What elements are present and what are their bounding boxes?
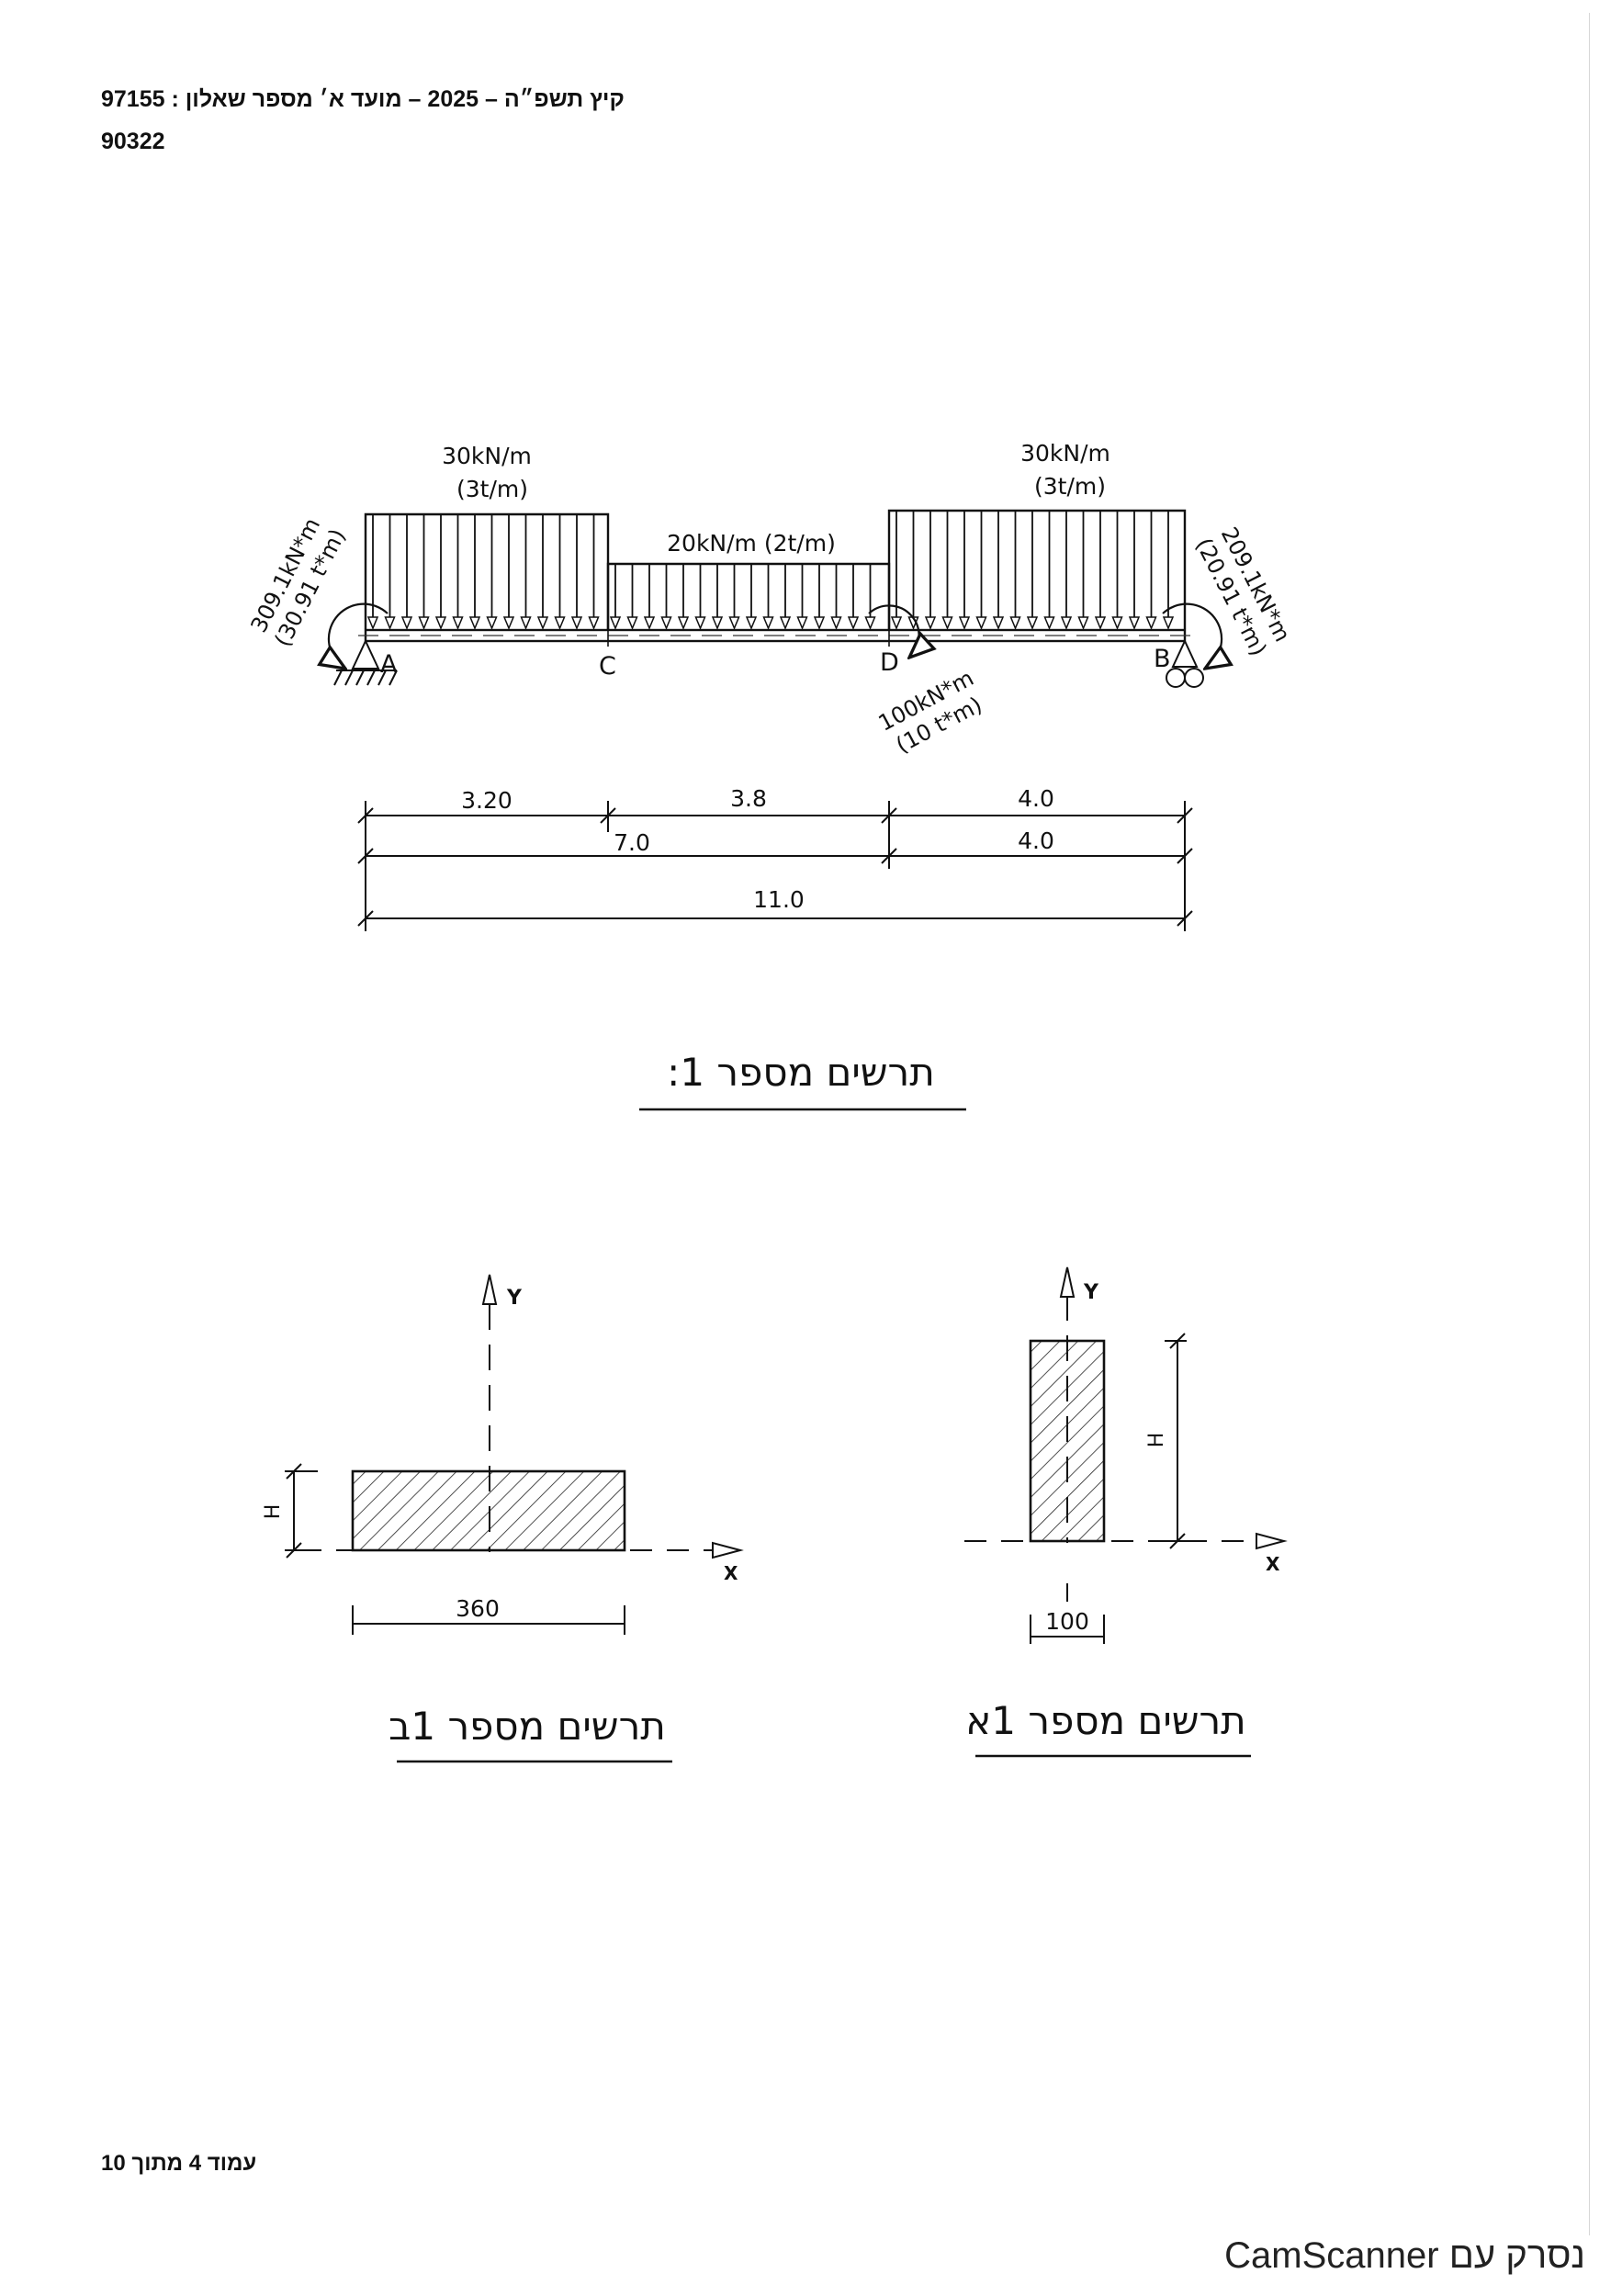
section-a-height-label: H [1145, 1433, 1168, 1448]
load-arrow-head-icon [468, 616, 481, 630]
load-arrow-head-icon [502, 616, 515, 630]
load-arrow-head-icon [366, 616, 379, 630]
section-a-width-label: 100 [1045, 1608, 1089, 1635]
load-arrow-head-icon [728, 616, 740, 630]
load-arrow-head-icon [992, 616, 1005, 630]
load-arrow-head-icon [864, 616, 876, 630]
beam-dimensions [357, 801, 1193, 931]
load-left-t-label: (3t/m) [456, 476, 528, 502]
section-a-rect [1029, 1339, 1106, 1543]
dim-db2-label: 4.0 [1018, 827, 1054, 854]
point-b-label: B [1154, 645, 1171, 673]
point-a-label: A [380, 650, 398, 679]
section-a-axis-x: X [1266, 1553, 1280, 1575]
load-arrow-head-icon [1060, 616, 1073, 630]
load-arrow-head-icon [796, 616, 808, 630]
header-exam-info: קיץ תשפ״ה – 2025 – מועד א׳ מספר שאלון : … [101, 86, 625, 112]
load-arrow-head-icon [1162, 616, 1175, 630]
load-arrow-head-icon [762, 616, 774, 630]
caption-figure-1b: תרשים מספר 1ב [389, 1704, 666, 1749]
dim-cd-label: 3.8 [730, 785, 767, 812]
moment-arc-d-icon [868, 604, 919, 658]
load-arrow-head-icon [958, 616, 971, 630]
load-arrow-head-icon [745, 616, 758, 630]
load-arrow-head-icon [400, 616, 413, 630]
camscanner-watermark: נסרק עם CamScanner [1224, 2235, 1585, 2276]
load-arrow-head-icon [536, 616, 549, 630]
load-arrow-head-icon [588, 616, 600, 630]
load-block-left [364, 512, 610, 629]
load-arrow-head-icon [643, 616, 656, 630]
load-arrow-head-icon [486, 616, 498, 630]
page-edge-line [1589, 13, 1590, 2235]
header-exam-code: 90322 [101, 129, 165, 154]
load-arrow-head-icon [847, 616, 860, 630]
load-arrow-head-icon [677, 616, 690, 630]
load-left-label: 30kN/m [442, 443, 532, 469]
load-arrow-head-icon [1111, 616, 1123, 630]
page-number: עמוד 4 מתוך 10 [101, 2151, 257, 2176]
load-arrow-head-icon [1077, 616, 1089, 630]
moment-arc-a-icon [329, 602, 389, 669]
section-b-height-label: H [262, 1504, 285, 1520]
load-arrow-head-icon [813, 616, 826, 630]
load-arrow-head-icon [941, 616, 953, 630]
load-arrow-head-icon [975, 616, 987, 630]
load-blocks [364, 509, 1187, 629]
load-arrow-head-icon [434, 616, 447, 630]
load-arrow-head-icon [1026, 616, 1039, 630]
dim-db-label: 4.0 [1018, 785, 1054, 812]
load-arrow-head-icon [924, 616, 937, 630]
point-c-label: C [599, 652, 616, 681]
roller-support-b [1166, 638, 1204, 688]
dim-ad-label: 7.0 [614, 829, 650, 856]
load-mid-label: 20kN/m (2t/m) [667, 530, 836, 557]
load-arrow-head-icon [694, 616, 706, 630]
load-arrow-head-icon [609, 616, 622, 630]
load-right-t-label: (3t/m) [1034, 473, 1106, 500]
load-arrow-head-icon [418, 616, 430, 630]
load-arrow-head-icon [711, 616, 724, 630]
load-arrow-head-icon [1128, 616, 1141, 630]
section-a-axis-y: Y [1083, 1281, 1099, 1304]
dim-ab-label: 11.0 [753, 886, 805, 913]
y-axis-arrow-a-icon [1059, 1266, 1076, 1298]
moment-arcs [329, 602, 1222, 669]
point-d-label: D [880, 648, 899, 677]
load-arrow-head-icon [1145, 616, 1157, 630]
beam-figure: 30kN/m (3t/m) 20kN/m (2t/m) 30kN/m (3t/m… [246, 440, 1296, 759]
load-arrow-head-icon [660, 616, 672, 630]
load-arrow-head-icon [890, 616, 903, 630]
load-block-right [887, 509, 1187, 629]
load-arrow-head-icon [384, 616, 396, 630]
load-arrow-head-icon [1043, 616, 1055, 630]
load-right-label: 30kN/m [1020, 440, 1110, 467]
load-arrow-head-icon [1094, 616, 1107, 630]
load-arrow-head-icon [779, 616, 792, 630]
y-axis-arrow-b-icon [481, 1274, 498, 1305]
section-b-axis-y: Y [506, 1287, 523, 1310]
section-b-rect [351, 1469, 626, 1552]
load-arrow-head-icon [554, 616, 566, 630]
section-b-axis-x: X [724, 1562, 738, 1584]
load-arrow-head-icon [570, 616, 583, 630]
dim-ac-label: 3.20 [461, 787, 513, 814]
load-arrow-head-icon [520, 616, 532, 630]
caption-figure-1a: תרשים מספר 1א [965, 1698, 1246, 1743]
load-arrow-head-icon [452, 616, 464, 630]
moment-arc-b-icon [1162, 602, 1222, 669]
section-b-width-label: 360 [456, 1595, 500, 1622]
section-a-figure: Y X H 100 תרשים מספר 1א [964, 1266, 1288, 1758]
load-arrow-head-icon [1009, 616, 1021, 630]
x-axis-arrow-b-icon [712, 1541, 744, 1559]
x-axis-arrow-a-icon [1256, 1532, 1288, 1550]
section-b-figure: Y X H 360 תרשים מספר 1ב [262, 1274, 744, 1763]
load-arrows [366, 511, 1175, 630]
load-arrow-head-icon [626, 616, 638, 630]
load-arrow-head-icon [830, 616, 842, 630]
caption-figure-1: תרשים מספר 1: [667, 1050, 935, 1095]
